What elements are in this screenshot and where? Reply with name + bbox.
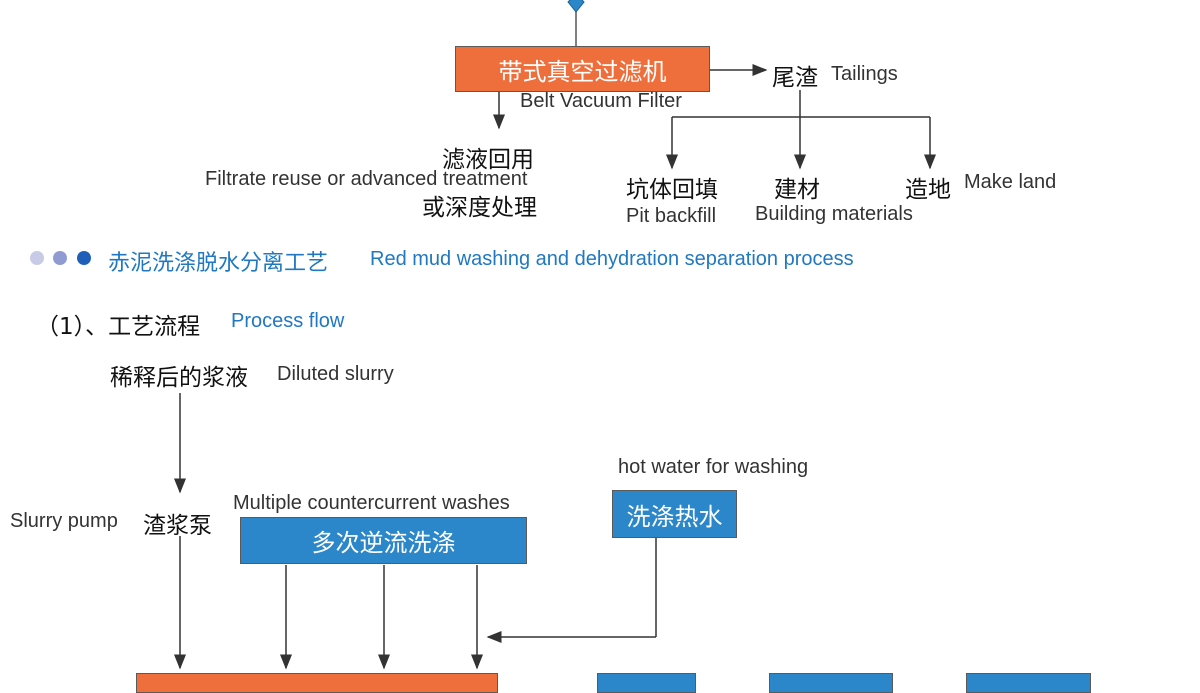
diluted-slurry-cn: 稀释后的浆液 xyxy=(110,365,248,391)
pit-backfill-cn: 坑体回填 xyxy=(626,177,718,203)
bottom-orange-box xyxy=(136,673,498,693)
section-dot-3 xyxy=(77,251,91,265)
bottom-blue-box-2 xyxy=(769,673,893,693)
filtrate-cn-1: 滤液回用 xyxy=(442,147,534,173)
building-materials-en: Building materials xyxy=(755,203,913,225)
filtrate-en: Filtrate reuse or advanced treatment xyxy=(205,168,528,190)
make-land-en: Make land xyxy=(964,171,1057,193)
bottom-blue-box-3 xyxy=(966,673,1091,693)
hot-water-box: 洗涤热水 xyxy=(612,490,737,538)
hot-water-en: hot water for washing xyxy=(618,456,809,478)
multiple-washes-label: 多次逆流洗涤 xyxy=(311,529,456,557)
section-dot-2 xyxy=(53,251,67,265)
belt-vacuum-filter-label: 带式真空过滤机 xyxy=(498,57,667,86)
slurry-pump-en: Slurry pump xyxy=(10,510,118,532)
slurry-pump-cn: 渣浆泵 xyxy=(143,513,212,539)
multiple-washes-en: Multiple countercurrent washes xyxy=(233,492,510,514)
bottom-blue-box-1 xyxy=(597,673,696,693)
top-diamond xyxy=(567,0,585,13)
section-title-en: Red mud washing and dehydration separati… xyxy=(370,248,854,270)
process-heading-cn: （1）、工艺流程 xyxy=(36,314,201,340)
multiple-washes-box: 多次逆流洗涤 xyxy=(240,517,527,564)
hot-water-label: 洗涤热水 xyxy=(626,502,723,531)
process-heading-en: Process flow xyxy=(231,310,345,332)
section-title-cn: 赤泥洗涤脱水分离工艺 xyxy=(108,251,329,276)
tailings-cn: 尾渣 xyxy=(772,65,818,91)
belt-vacuum-filter-box: 带式真空过滤机 xyxy=(455,46,710,92)
section-dot-1 xyxy=(30,251,44,265)
building-materials-cn: 建材 xyxy=(774,177,820,203)
pit-backfill-en: Pit backfill xyxy=(626,205,717,227)
diluted-slurry-en: Diluted slurry xyxy=(277,363,394,385)
belt-vacuum-filter-en: Belt Vacuum Filter xyxy=(520,90,682,112)
tailings-en: Tailings xyxy=(831,63,898,85)
filtrate-cn-2: 或深度处理 xyxy=(422,195,537,221)
make-land-cn: 造地 xyxy=(905,177,951,203)
